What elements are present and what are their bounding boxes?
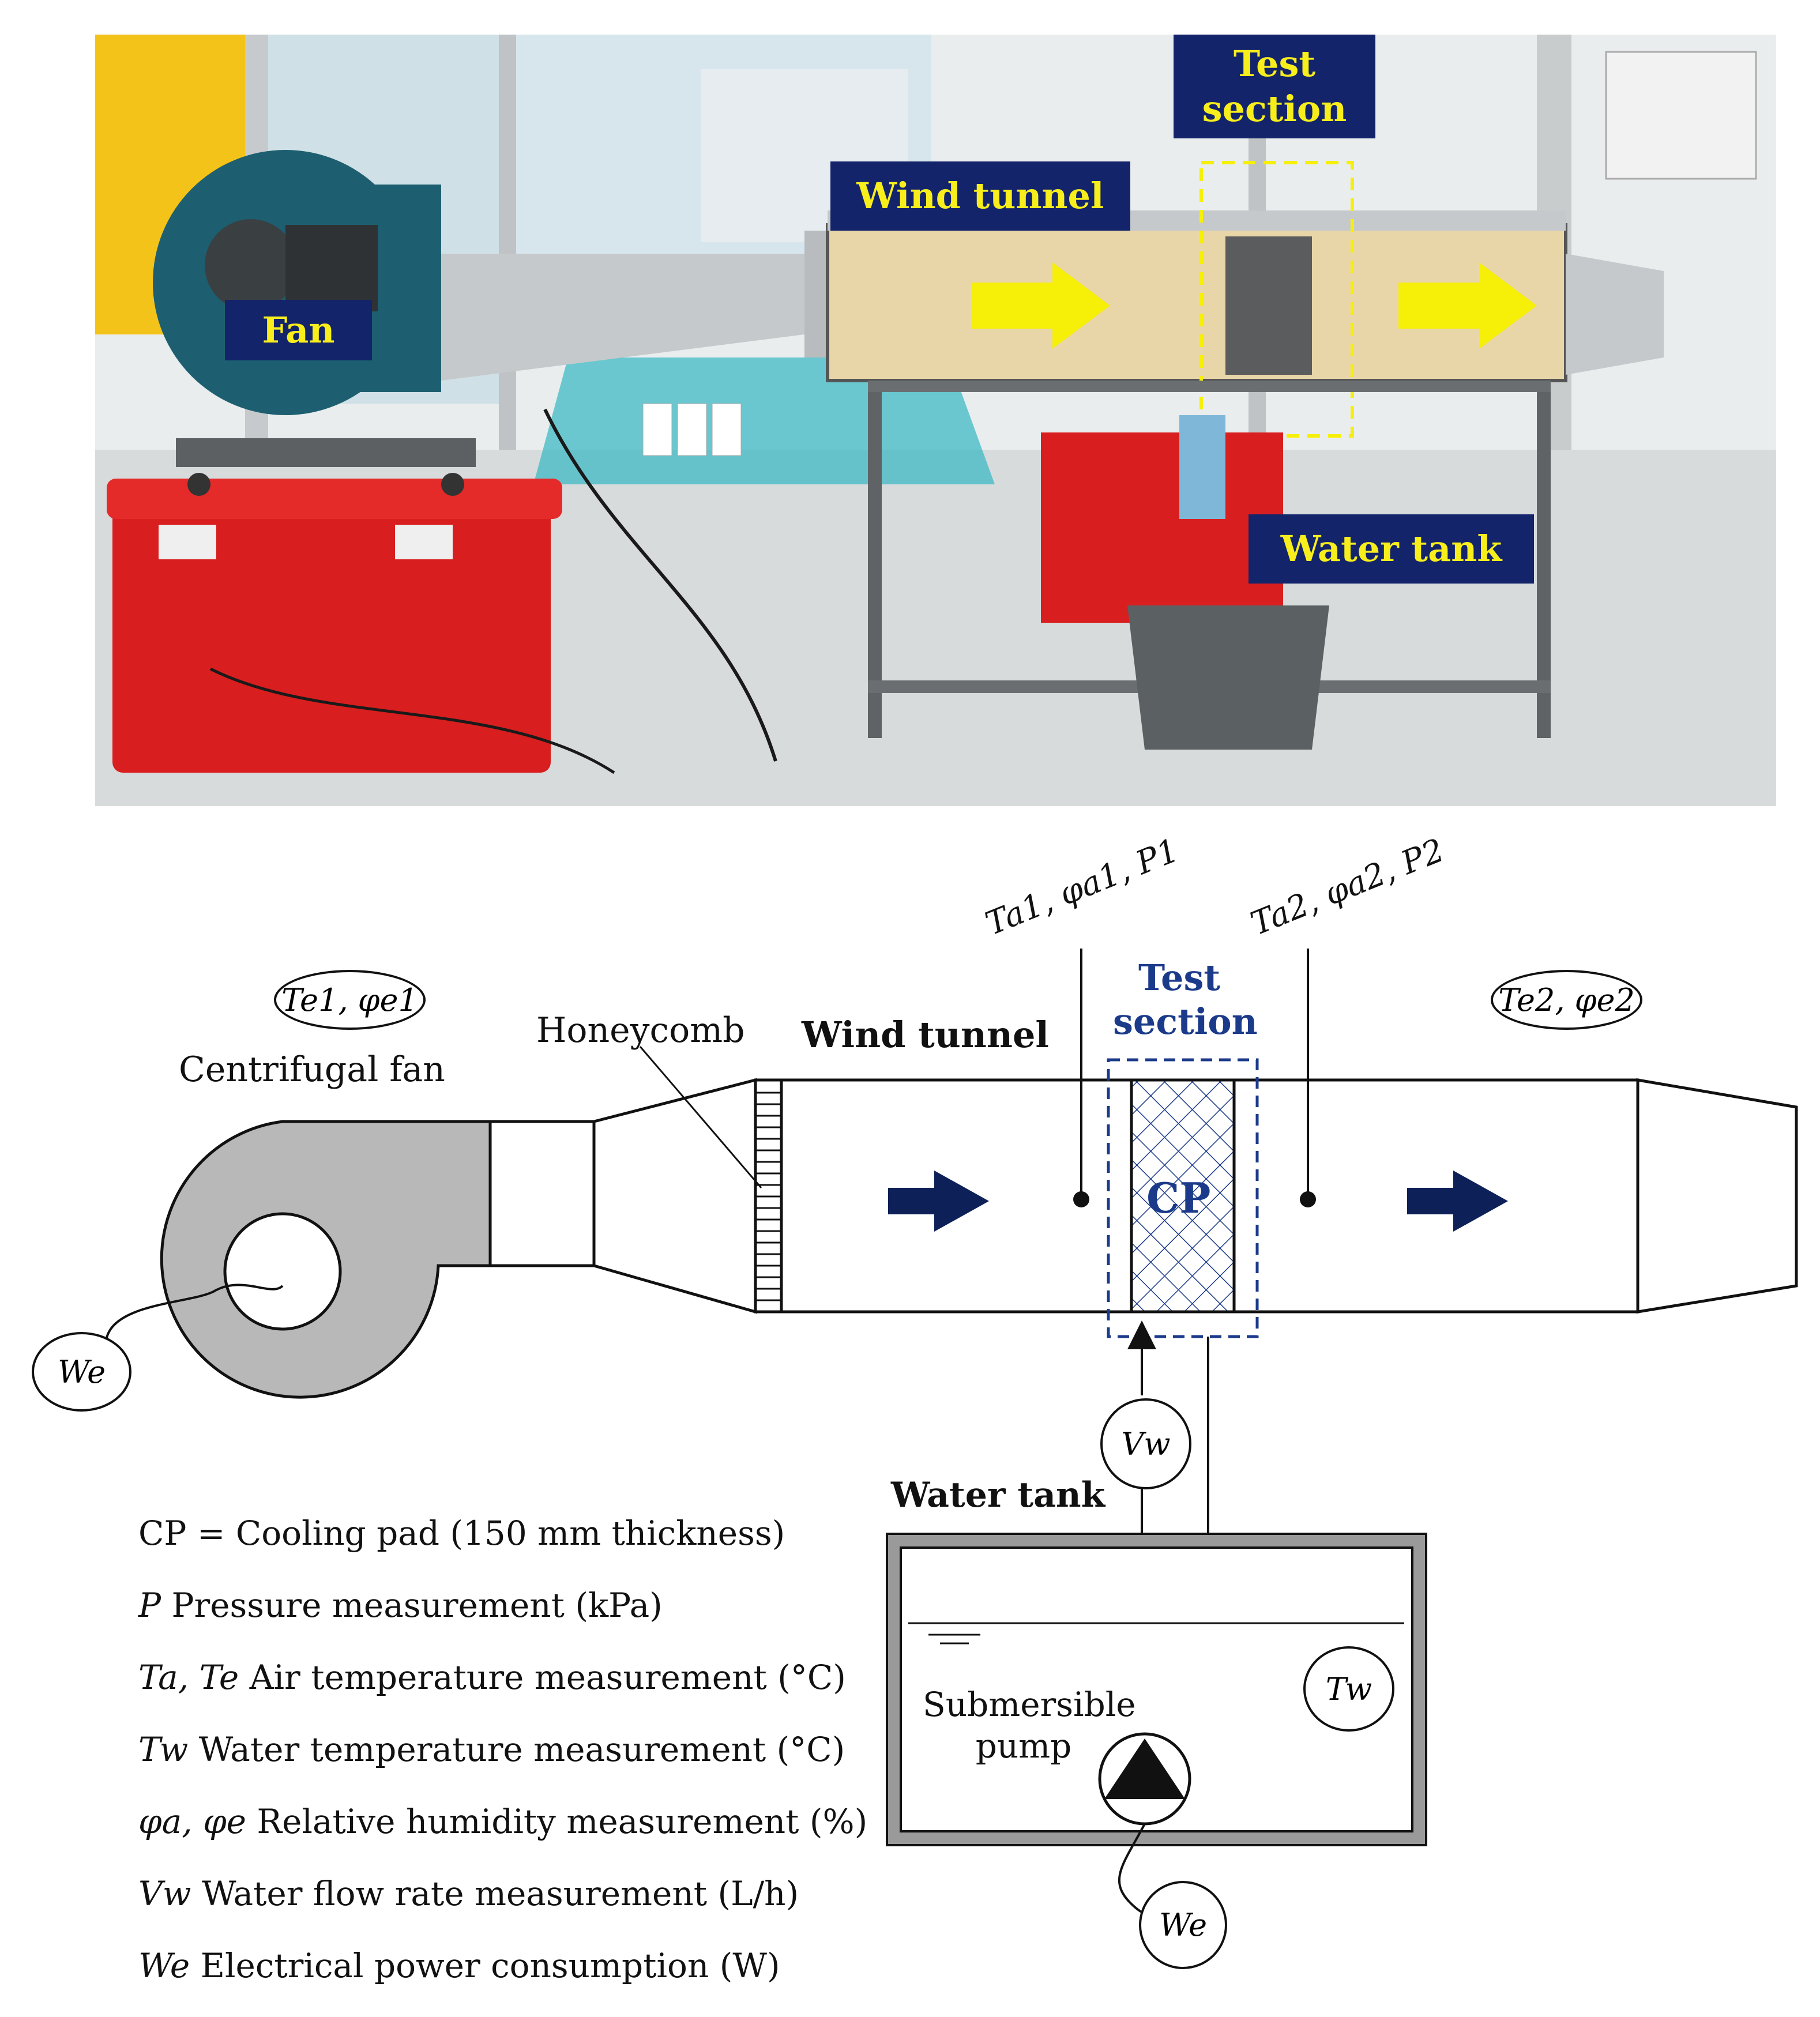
legend-symbol: Ta, Te bbox=[138, 1658, 239, 1697]
submersible-pump-label: Submersible pump bbox=[923, 1685, 1136, 1766]
legend-text: Electrical power consumption (W) bbox=[190, 1946, 780, 1985]
legend-text: = Cooling pad (150 mm thickness) bbox=[186, 1514, 785, 1553]
photo-label-test-section: Test section bbox=[1174, 35, 1375, 138]
legend-item: Ta, Te Air temperature measurement (°C) bbox=[138, 1658, 846, 1697]
legend-item: φa, φe Relative humidity measurement (%) bbox=[138, 1802, 867, 1841]
sensor-label-a2: Ta2, φa2, P2 bbox=[1246, 831, 1450, 943]
honeycomb-label: Honeycomb bbox=[536, 1010, 745, 1051]
diffuser-section bbox=[592, 1078, 757, 1314]
centrifugal-fan-label: Centrifugal fan bbox=[179, 1049, 445, 1090]
honeycomb-lines bbox=[755, 1092, 781, 1301]
outlet-cone bbox=[1636, 1078, 1798, 1314]
fan-outlet-duct bbox=[488, 1120, 596, 1267]
legend-text: Water flow rate measurement (L/h) bbox=[191, 1874, 799, 1913]
grey-tray bbox=[1127, 605, 1329, 750]
legend-text: Air temperature measurement (°C) bbox=[239, 1658, 846, 1697]
supply-arrow-head bbox=[1127, 1320, 1156, 1349]
legend-item: Tw Water temperature measurement (°C) bbox=[138, 1730, 845, 1769]
pump-power-bubble: We bbox=[1139, 1881, 1227, 1969]
wind-tunnel-label: Wind tunnel bbox=[802, 1014, 1049, 1056]
flow-arrow-1 bbox=[888, 1171, 989, 1232]
fan-power-bubble: We bbox=[32, 1332, 131, 1412]
photo-label-water-tank: Water tank bbox=[1249, 514, 1534, 584]
centrifugal-fan-shape bbox=[160, 1120, 492, 1399]
legend-item: P Pressure measurement (kPa) bbox=[138, 1586, 663, 1625]
flex-duct bbox=[441, 254, 804, 381]
photo-label-fan: Fan bbox=[225, 300, 372, 360]
env1-bubble: Te1, φe1 bbox=[274, 970, 426, 1030]
photo-illustration bbox=[95, 35, 1776, 806]
legend-item: Vw Water flow rate measurement (L/h) bbox=[138, 1874, 799, 1913]
return-arrow-head bbox=[1194, 1581, 1223, 1612]
sensor-label-a1: Ta1, φa1, P1 bbox=[980, 831, 1184, 943]
photo-arrow-2 bbox=[1398, 262, 1537, 349]
lab-setup-photo: Fan Wind tunnel Test section Water tank bbox=[95, 35, 1776, 806]
legend-item: We Electrical power consumption (W) bbox=[138, 1946, 780, 1985]
photo-arrow-1 bbox=[972, 262, 1110, 349]
honeycomb-leader bbox=[639, 1046, 762, 1188]
fan-power-wire bbox=[106, 1284, 284, 1338]
env2-bubble: Te2, φe2 bbox=[1491, 970, 1642, 1030]
cp-label: CP bbox=[1146, 1173, 1211, 1222]
legend-text: Water temperature measurement (°C) bbox=[188, 1730, 845, 1769]
cooling-pad-photo bbox=[1225, 236, 1312, 375]
honeycomb-shape bbox=[754, 1078, 783, 1314]
legend-symbol: φa, φe bbox=[138, 1802, 246, 1841]
legend-symbol: We bbox=[138, 1946, 190, 1985]
water-tank-label: Water tank bbox=[891, 1475, 1105, 1515]
water-temp-bubble: Tw bbox=[1303, 1646, 1394, 1732]
legend-text: Pressure measurement (kPa) bbox=[161, 1586, 663, 1625]
legend-symbol: CP bbox=[138, 1514, 187, 1553]
legend-text: Relative humidity measurement (%) bbox=[246, 1802, 868, 1841]
photo-label-wind-tunnel: Wind tunnel bbox=[830, 161, 1130, 231]
red-cooler-box bbox=[112, 496, 551, 773]
legend-symbol: P bbox=[138, 1586, 161, 1625]
test-section-label: Test section bbox=[1113, 957, 1258, 1043]
flow-arrow-2 bbox=[1407, 1171, 1508, 1232]
flow-meter-bubble: Vw bbox=[1100, 1398, 1191, 1489]
legend-symbol: Vw bbox=[138, 1874, 191, 1913]
legend-item: CP = Cooling pad (150 mm thickness) bbox=[138, 1514, 785, 1553]
red-water-tank bbox=[1041, 432, 1283, 623]
legend-symbol: Tw bbox=[138, 1730, 189, 1769]
